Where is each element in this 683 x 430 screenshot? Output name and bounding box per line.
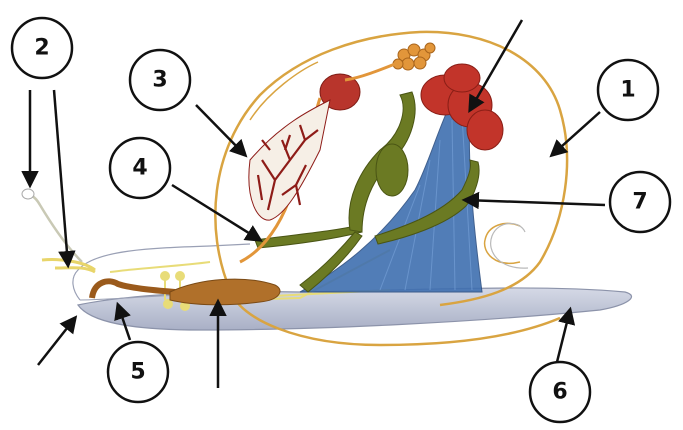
upper-tentacle [25, 194, 82, 262]
label-2: 2 [34, 36, 49, 61]
shell-apex-spiral [491, 223, 528, 268]
arrow-top [470, 20, 522, 110]
gonad [393, 43, 435, 70]
arrow-3 [196, 105, 245, 155]
arrow-bottom-left [38, 318, 75, 365]
leader-arrows [30, 20, 605, 388]
label-4: 4 [132, 156, 147, 181]
label-1: 1 [620, 78, 635, 103]
label-5: 5 [130, 360, 145, 385]
lung-network [249, 100, 330, 220]
crop [170, 279, 280, 305]
arrow-1 [552, 112, 600, 155]
label-3: 3 [152, 68, 167, 93]
arrow-7 [465, 200, 605, 205]
label-7: 7 [632, 190, 647, 215]
label-6: 6 [552, 380, 567, 405]
eye-spot [22, 189, 34, 199]
